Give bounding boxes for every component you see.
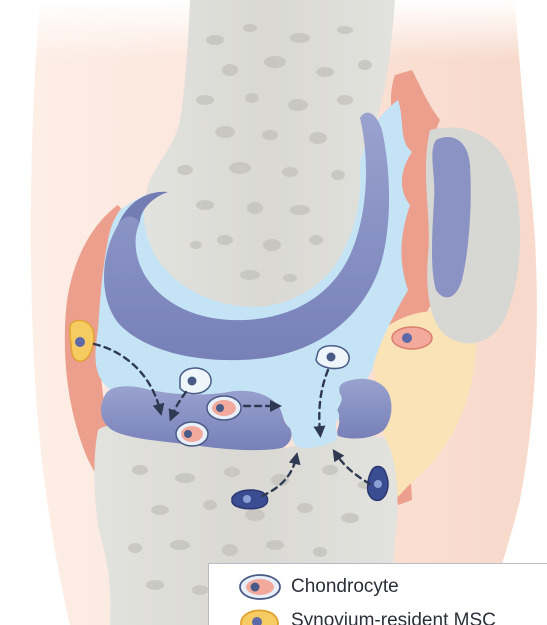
bone-marrow-msc-cell-1 — [232, 490, 268, 509]
legend-item-synovium-msc: Synovium-resident MSC — [237, 606, 496, 625]
synovium-msc-icon — [237, 606, 283, 625]
legend-label-chondrocyte: Chondrocyte — [291, 576, 399, 598]
chondrocyte-cell-fatpad — [392, 327, 432, 349]
legend: Chondrocyte Synovium-resident MSC — [208, 563, 547, 625]
fluid-msc-cell-2 — [316, 346, 349, 369]
legend-item-chondrocyte: Chondrocyte — [237, 572, 399, 602]
tibial-cartilage-right — [337, 379, 391, 439]
legend-label-synovium-msc: Synovium-resident MSC — [291, 610, 496, 625]
chondrocyte-cell-1 — [207, 396, 241, 420]
fluid-msc-cell-1 — [180, 368, 211, 394]
chondrocyte-cell-2 — [176, 422, 208, 446]
chondrocyte-icon — [237, 572, 283, 602]
